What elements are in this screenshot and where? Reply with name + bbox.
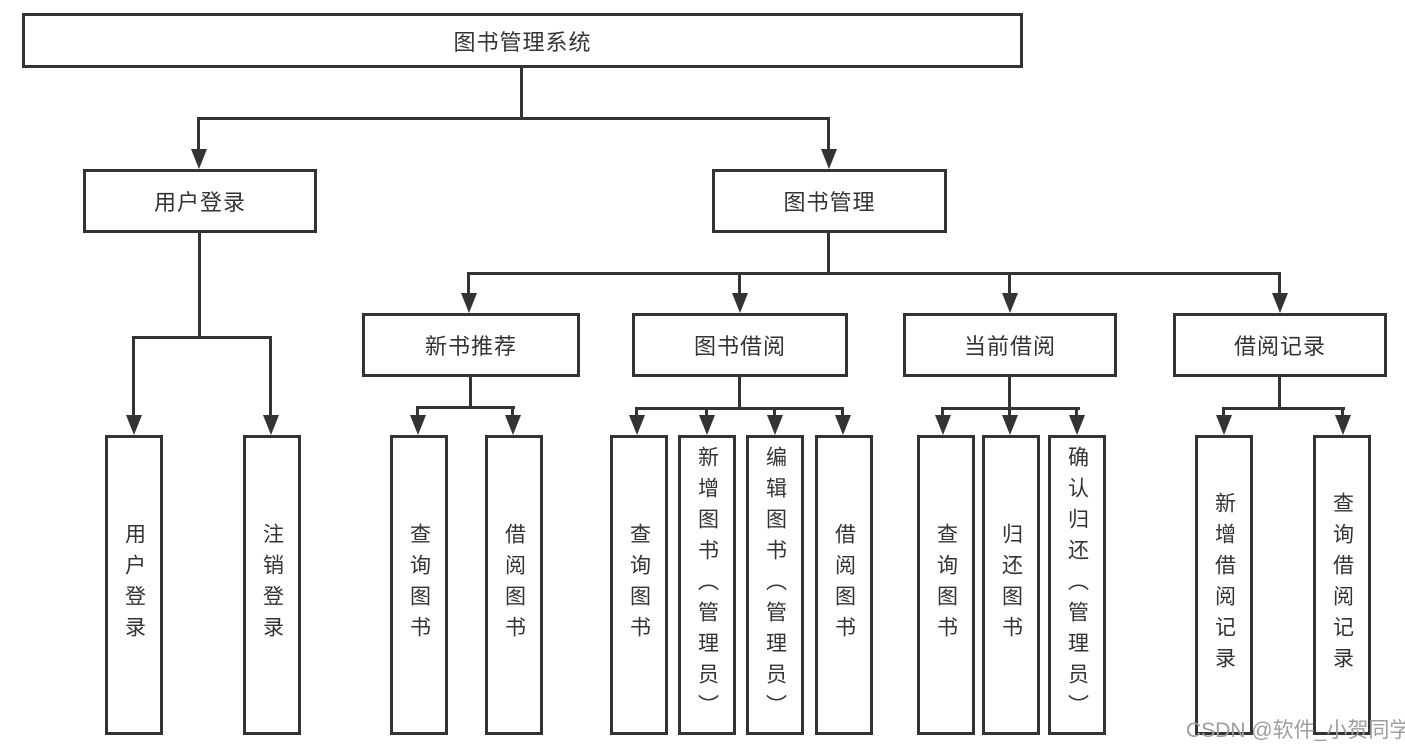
line	[635, 407, 844, 410]
line	[269, 336, 272, 417]
line	[1075, 407, 1078, 418]
leaf-query-books-recommend: 查询图书	[390, 435, 448, 735]
leaf-query-books-borrowing: 查询图书	[610, 435, 668, 735]
line	[1008, 377, 1011, 410]
arrow-down-icon	[1216, 415, 1232, 435]
arrow-down-icon	[126, 415, 142, 435]
line	[198, 233, 201, 336]
line	[1222, 407, 1345, 410]
line	[520, 68, 523, 117]
node-borrowing-records: 借阅记录	[1173, 313, 1387, 377]
line	[827, 233, 830, 274]
arrow-down-icon	[935, 415, 951, 435]
node-book-borrowing: 图书借阅	[632, 313, 848, 377]
leaf-query-borrow-record: 查询借阅记录	[1313, 435, 1371, 735]
line	[738, 272, 741, 295]
leaf-add-books-admin: 新增图书（管理员）	[678, 435, 736, 735]
arrow-down-icon	[461, 293, 477, 313]
line	[635, 407, 638, 418]
line	[841, 407, 844, 418]
line	[132, 336, 135, 417]
arrow-down-icon	[410, 415, 426, 435]
arrow-down-icon	[263, 415, 279, 435]
leaf-add-borrow-record: 新增借阅记录	[1195, 435, 1253, 735]
leaf-edit-books-admin: 编辑图书（管理员）	[746, 435, 804, 735]
line	[1278, 272, 1281, 295]
line	[511, 406, 514, 418]
leaf-logout: 注销登录	[243, 435, 301, 735]
line	[467, 272, 470, 295]
arrow-down-icon	[1272, 293, 1288, 313]
arrow-down-icon	[1335, 415, 1351, 435]
leaf-confirm-return-admin: 确认归还（管理员）	[1048, 435, 1106, 735]
arrow-down-icon	[1002, 293, 1018, 313]
line	[416, 406, 515, 409]
arrow-down-icon	[835, 415, 851, 435]
arrow-down-icon	[732, 293, 748, 313]
line	[416, 406, 419, 418]
line	[1008, 407, 1011, 418]
line	[1341, 407, 1344, 418]
line	[197, 117, 200, 151]
leaf-return-books: 归还图书	[982, 435, 1040, 735]
line	[197, 117, 830, 120]
line	[1008, 272, 1011, 295]
arrow-down-icon	[629, 415, 645, 435]
node-new-book-recommendation: 新书推荐	[362, 313, 580, 377]
line	[1278, 377, 1281, 410]
arrow-down-icon	[1002, 415, 1018, 435]
csdn-watermark: CSDN @软件_小贺同学	[1186, 719, 1405, 742]
leaf-query-books-current: 查询图书	[917, 435, 975, 735]
line	[941, 407, 944, 418]
node-library-management-system: 图书管理系统	[22, 13, 1023, 68]
arrow-down-icon	[821, 149, 837, 169]
line	[705, 407, 708, 418]
node-current-borrowing: 当前借阅	[903, 313, 1117, 377]
line	[738, 377, 741, 410]
line	[827, 117, 830, 151]
arrow-down-icon	[505, 415, 521, 435]
leaf-user-login: 用户登录	[105, 435, 163, 735]
arrow-down-icon	[191, 149, 207, 169]
node-user-login: 用户登录	[83, 169, 317, 233]
arrow-down-icon	[767, 415, 783, 435]
arrow-down-icon	[1069, 415, 1085, 435]
line	[467, 272, 1281, 275]
leaf-borrow-books-recommend: 借阅图书	[485, 435, 543, 735]
node-book-management: 图书管理	[712, 169, 947, 233]
line	[469, 377, 472, 409]
line	[132, 336, 272, 339]
line	[1222, 407, 1225, 418]
line	[773, 407, 776, 418]
leaf-borrow-books-borrowing: 借阅图书	[815, 435, 873, 735]
arrow-down-icon	[699, 415, 715, 435]
